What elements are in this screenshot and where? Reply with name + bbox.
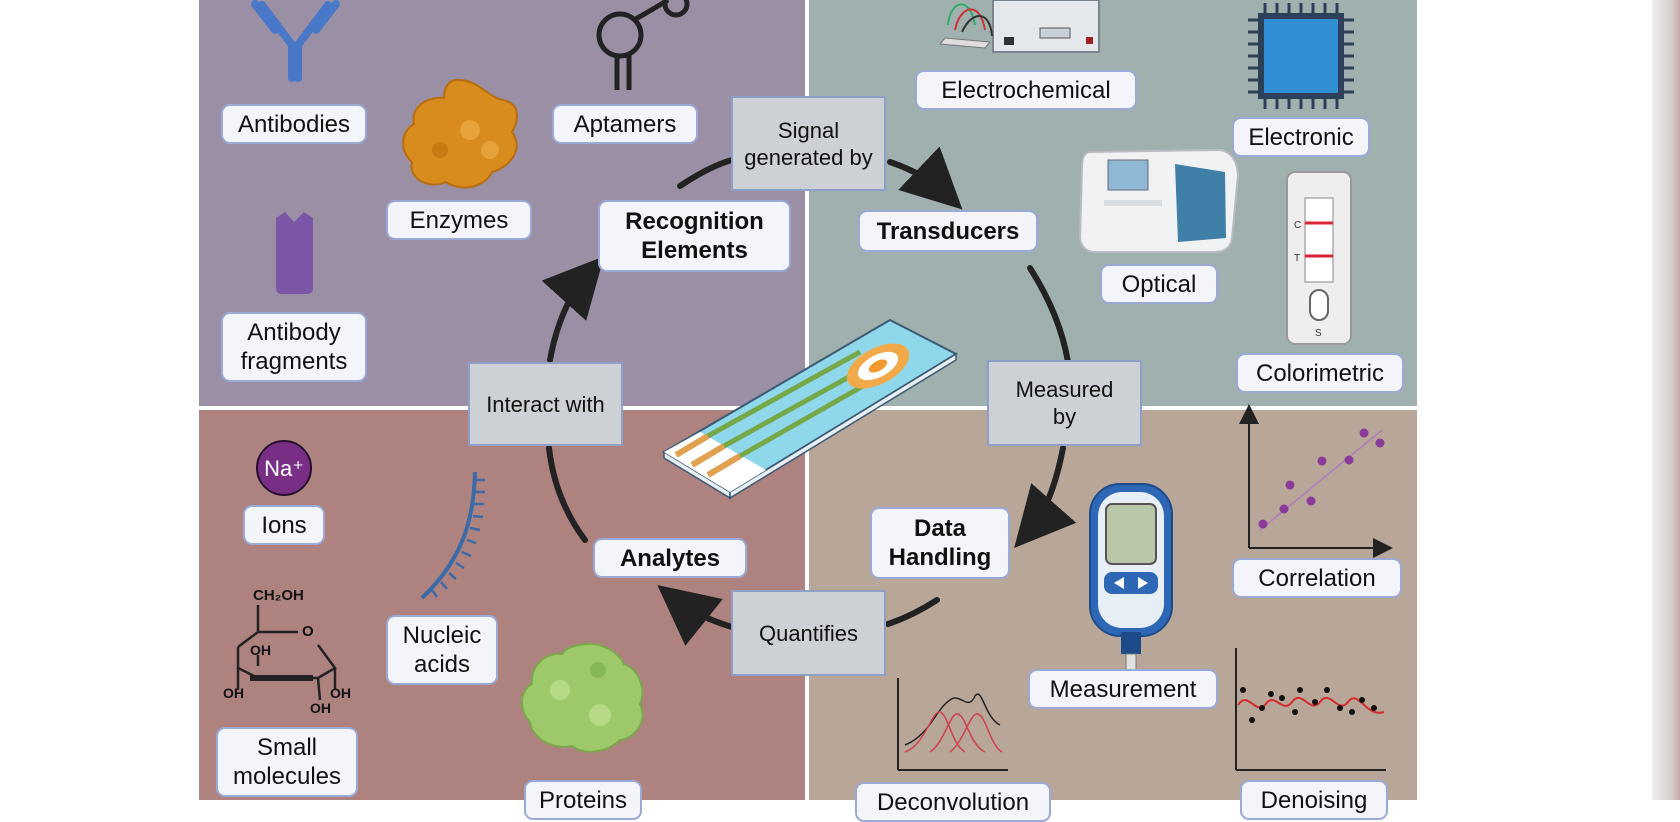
electrode-strip-icon [662,318,959,500]
arrow-data-to-analytes [885,597,940,627]
arrow-transducers-to-data-head [1014,445,1077,549]
glucose-oh-2: OH [223,685,244,701]
connector-signal-generated-by: Signal generated by [731,96,886,191]
connector-measured-by: Measured by [987,360,1142,446]
connector-interact-with: Interact with [468,362,623,446]
arrow-transducers-to-data [1027,265,1071,365]
glucose-oh-3: OH [310,700,331,716]
glucose-oh-4: OH [330,685,351,701]
label-denoising: Denoising [1240,780,1388,820]
label-electronic: Electronic [1232,117,1370,157]
arrow-data-to-analytes-head [657,585,735,646]
test-strip-icon: C T S [1286,171,1352,345]
electrochemical-device-icon [939,0,1100,53]
connector-quantifies: Quantifies [731,590,886,676]
label-deconvolution: Deconvolution [855,782,1051,822]
illustrations-layer: C T S Na⁺ CH₂OH O OH OH OH [223,0,1393,771]
label-antibody-fragments: Antibody fragments [221,312,367,382]
strip-mark-c: C [1294,220,1301,231]
node-data-handling: Data Handling [870,507,1010,579]
label-enzymes: Enzymes [386,200,532,240]
ion-icon [256,440,312,496]
label-electrochemical: Electrochemical [915,70,1137,110]
label-nucleic-acids: Nucleic acids [386,615,498,685]
label-aptamers: Aptamers [552,104,698,144]
correlation-plot-icon [1239,404,1393,558]
deconvolution-plot-icon [897,678,1008,771]
label-optical: Optical [1100,264,1218,304]
label-correlation: Correlation [1232,558,1402,598]
glucose-structure-icon [236,605,337,701]
label-colorimetric: Colorimetric [1236,353,1404,393]
node-transducers: Transducers [858,210,1038,252]
label-antibodies: Antibodies [221,104,367,144]
denoising-plot-icon [1235,648,1386,771]
cycle-arrows [541,146,1077,646]
label-small-molecules: Small molecules [216,727,358,797]
glucose-oh-1: OH [250,642,271,658]
arrow-interact-to-recognition-head [541,256,605,363]
biosensor-diagram: C T S Na⁺ CH₂OH O OH OH OH [199,0,1680,822]
glucometer-icon [1089,483,1173,671]
spectrophotometer-icon [1078,148,1240,253]
arrow-recognition-to-transducers-head [887,146,963,210]
chip-icon [1248,3,1354,109]
antibody-icon [251,0,340,82]
nucleic-acid-icon [420,471,485,600]
protein-icon [521,642,644,753]
label-measurement: Measurement [1028,669,1218,709]
strip-mark-s: S [1315,328,1322,339]
strip-mark-t: T [1294,253,1300,264]
arrow-analytes-to-interact [546,445,588,543]
arrow-recognition-to-transducers [677,157,735,189]
ion-symbol: Na⁺ [264,456,304,481]
glucose-ch2oh: CH₂OH [253,587,304,604]
antibody-fragment-icon [276,212,313,294]
label-proteins: Proteins [524,780,642,820]
label-ions: Ions [243,505,325,545]
aptamer-icon [596,0,690,90]
node-analytes: Analytes [593,538,747,578]
background-photo-edge [1652,0,1680,800]
glucose-o: O [302,623,314,640]
enzyme-icon [402,78,518,189]
node-recognition-elements: Recognition Elements [598,200,791,272]
